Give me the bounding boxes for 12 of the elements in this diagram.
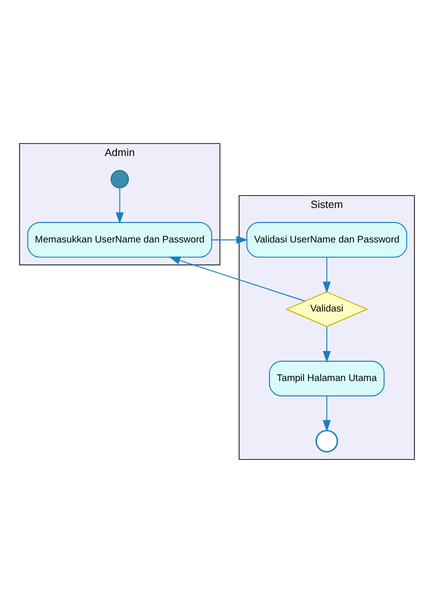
arrow (116, 187, 124, 224)
node-box: Memasukkan UserName dan Password (27, 222, 212, 258)
node-diamond: Validasi (285, 290, 368, 327)
arrow (211, 235, 248, 244)
arrow (322, 395, 331, 432)
arrow (322, 326, 331, 362)
node-box: Validasi UserName dan Password (246, 222, 408, 258)
arrow (168, 256, 306, 302)
node-circle (315, 429, 338, 452)
node-box: Tampil Halaman Utama (269, 360, 385, 396)
node-circle (110, 170, 129, 188)
arrow (322, 256, 331, 293)
